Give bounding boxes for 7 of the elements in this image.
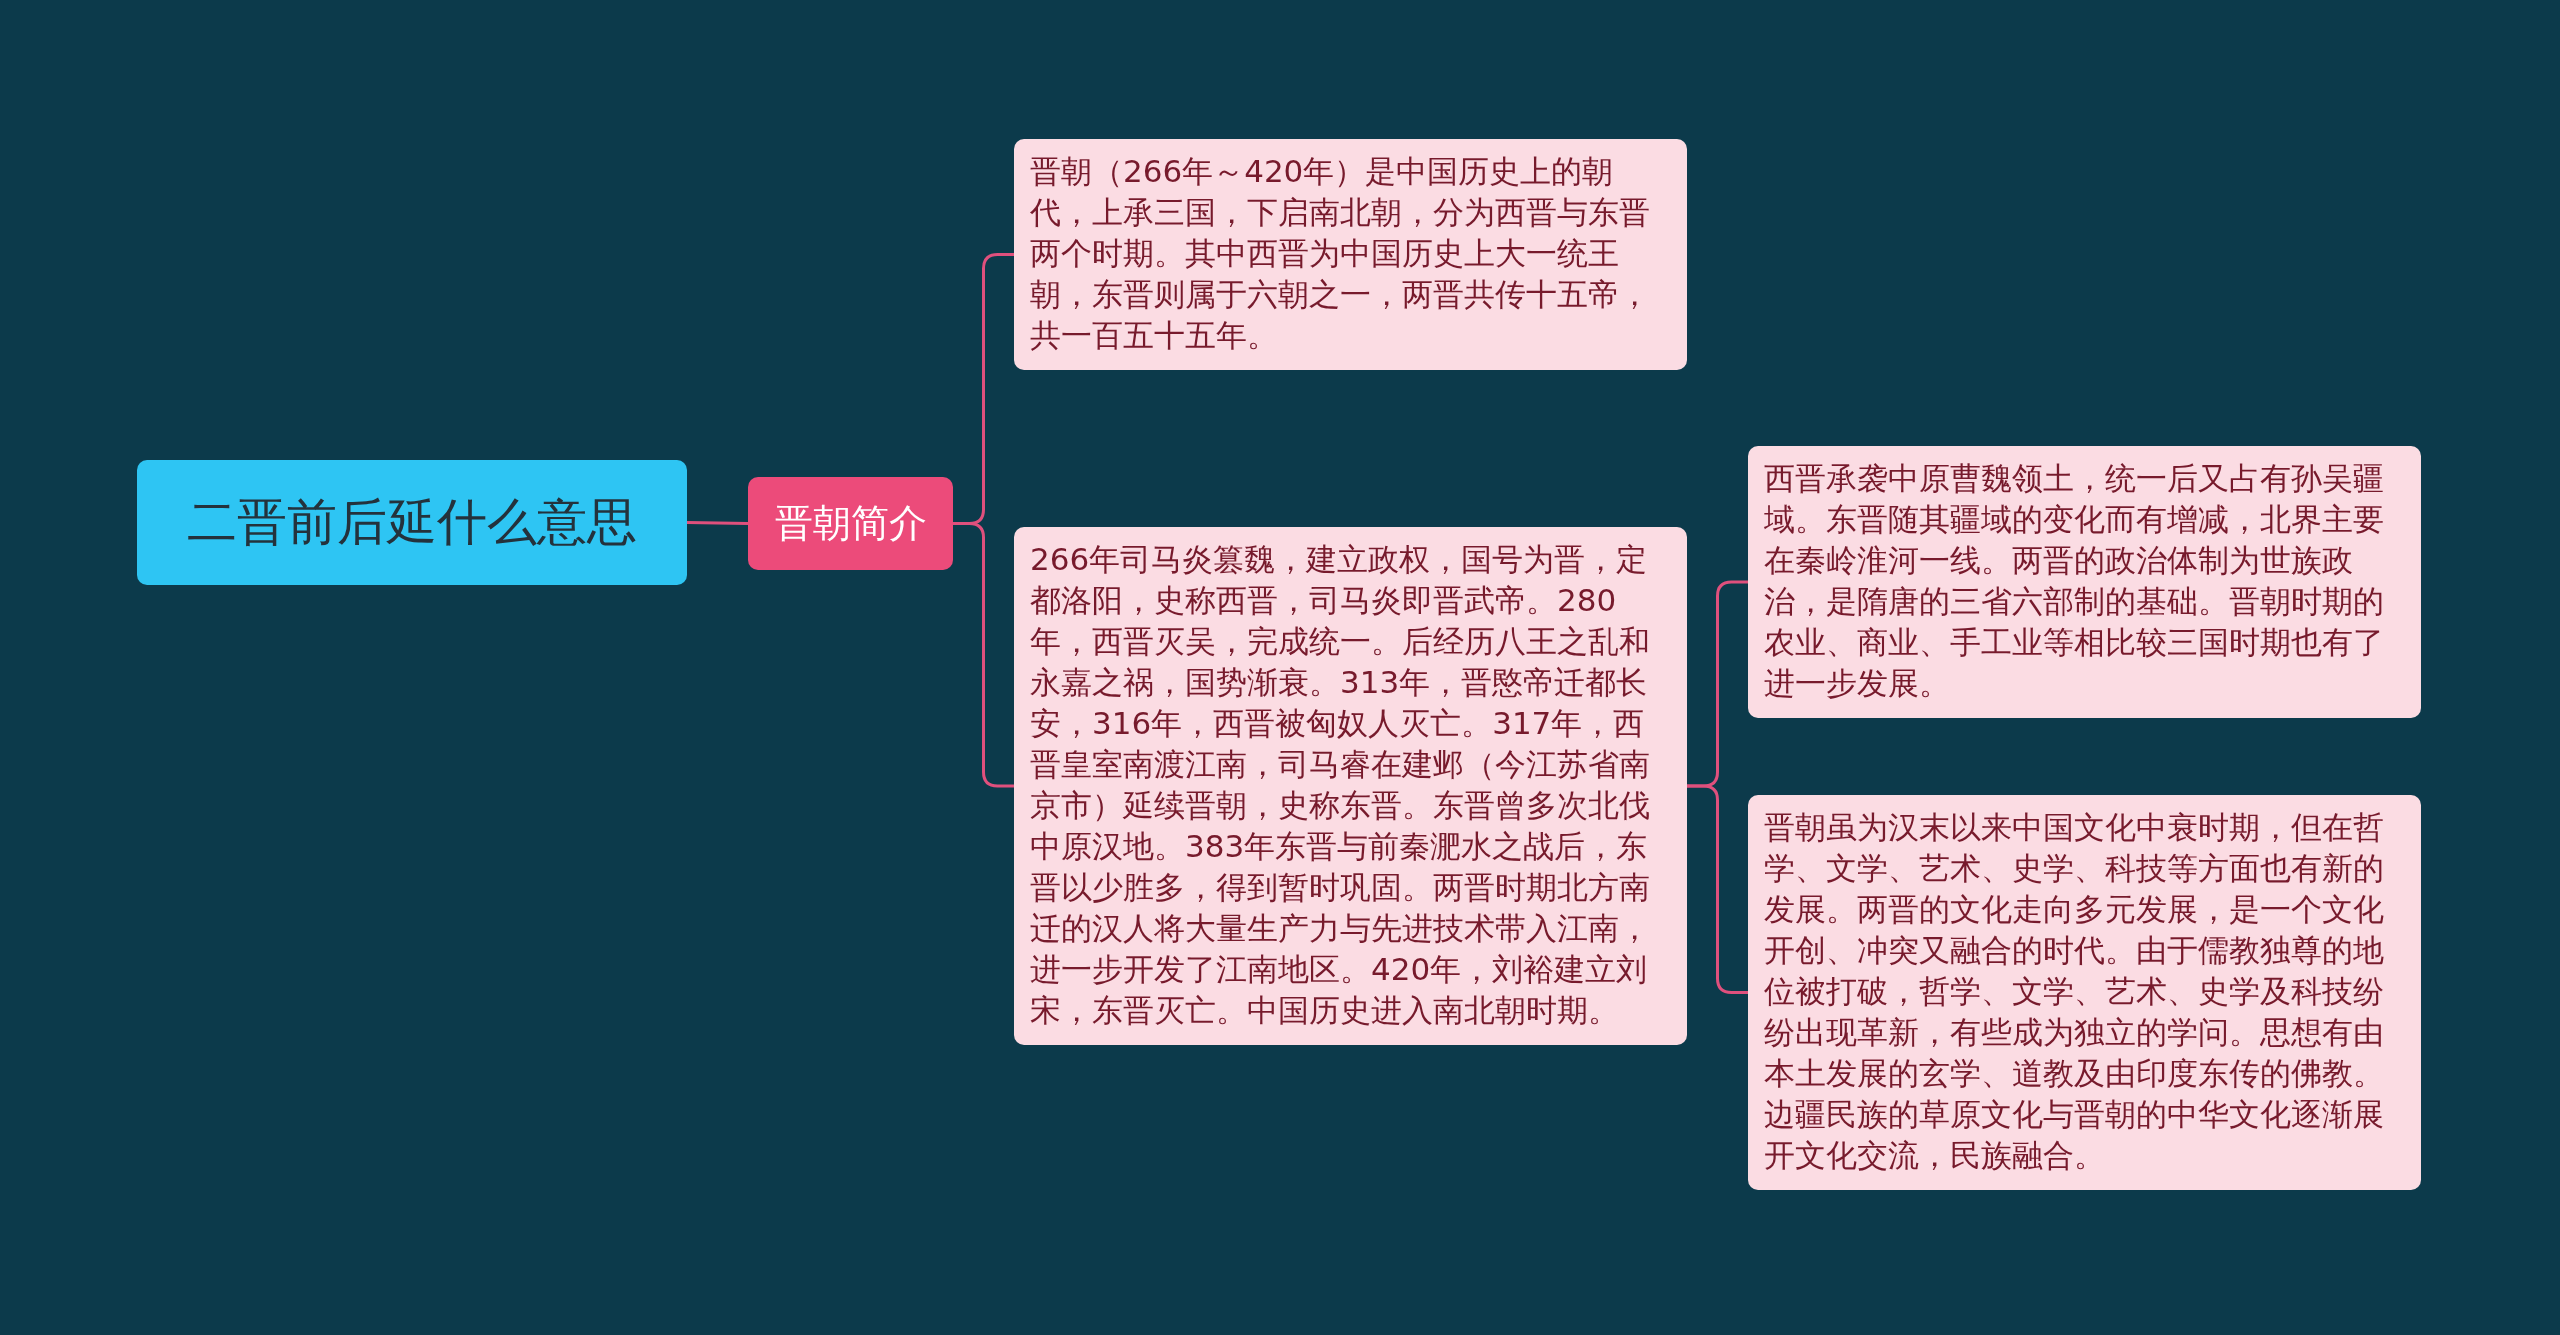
text-card: 晋朝虽为汉末以来中国文化中衰时期，但在哲学、文学、艺术、史学、科技等方面也有新的发展。两晋的文化走向多元发展，是一个文化开创、冲突又融合的时代。由于儒教独尊的地位被打破，哲学、文学、艺术、史学及科技纷纷出现革新，有些成为独立的学问。思想有由本土发展的玄学、道教及由印度东传的佛教。边疆民族的草原文化与晋朝的中华文化逐渐展开文化交流，民族融合。 bbox=[1748, 795, 2421, 1190]
connector-line bbox=[686, 521, 749, 525]
text-card: 西晋承袭中原曹魏领土，统一后又占有孙吴疆域。东晋随其疆域的变化而有增减，北界主要在秦岭淮河一线。两晋的政治体制为世族政治，是隋唐的三省六部制的基础。晋朝时期的农业、商业、手工业等相比较三国时期也有了进一步发展。 bbox=[1748, 446, 2421, 718]
text-card: 晋朝（266年～420年）是中国历史上的朝代，上承三国，下启南北朝，分为西晋与东晋两个时期。其中西晋为中国历史上大一统王朝，东晋则属于六朝之一，两晋共传十五帝，共一百五十五年。 bbox=[1014, 139, 1687, 370]
central-topic-box: 二晋前后延什么意思 bbox=[137, 460, 687, 585]
text-card: 266年司马炎篡魏，建立政权，国号为晋，定都洛阳，史称西晋，司马炎即晋武帝。280年，西晋灭吴，完成统一。后经历八王之乱和永嘉之祸，国势渐衰。313年，晋愍帝迁都长安，316年，西晋被匈奴人灭亡。317年，西晋皇室南渡江南，司马睿在建邺（今江苏省南京市）延续晋朝，史称东晋。东晋曾多次北伐中原汉地。383年东晋与前秦淝水之战后，东晋以少胜多，得到暂时巩固。两晋时期北方南迁的汉人将大量生产力与先进技术带入江南，进一步开发了江南地区。420年，刘裕建立刘宋，东晋灭亡。中国历史进入南北朝时期。 bbox=[1014, 527, 1687, 1045]
subtopic-box: 晋朝简介 bbox=[748, 477, 953, 570]
